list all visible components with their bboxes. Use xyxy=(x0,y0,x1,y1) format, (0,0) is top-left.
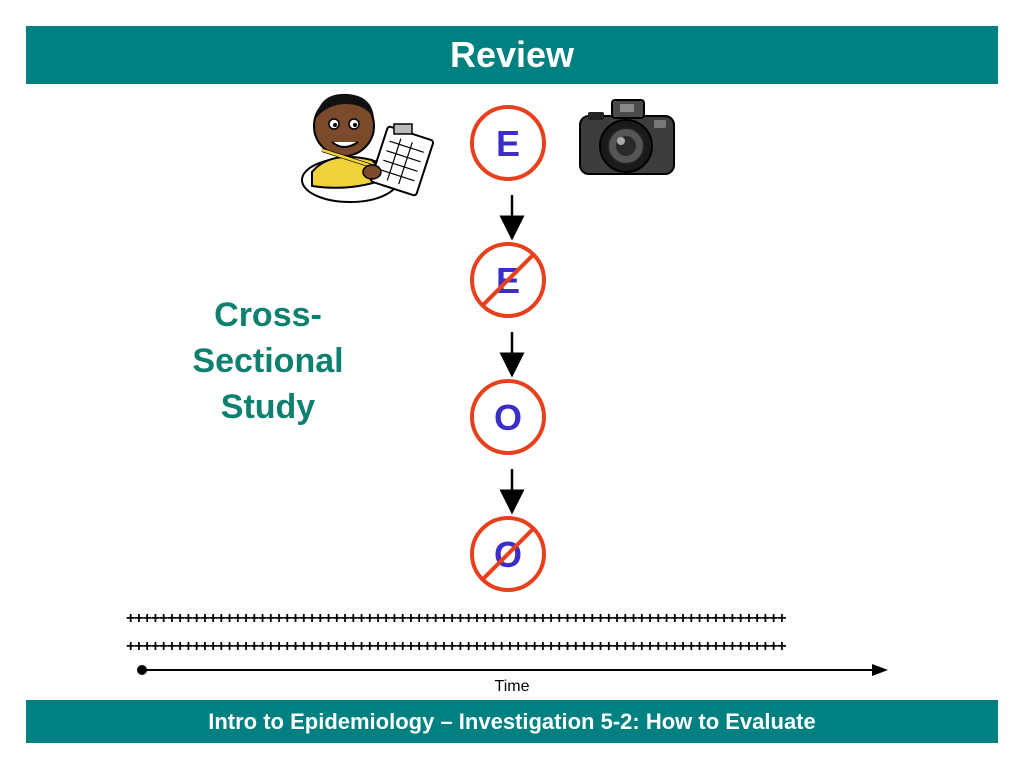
population-row-2: ++++++++++++++++++++++++++++++++++++++++… xyxy=(126,638,787,655)
researcher-with-clipboard-icon xyxy=(301,93,435,203)
timeline xyxy=(137,664,888,676)
study-label-line-3: Study xyxy=(220,388,316,426)
node-circle xyxy=(470,105,546,181)
node-1: E xyxy=(470,105,546,181)
negation-slash xyxy=(480,252,536,308)
footer-text: Intro to Epidemiology – Investigation 5-… xyxy=(208,708,816,734)
timeline-start-dot xyxy=(137,665,147,675)
study-type-label: Cross- Sectional Study xyxy=(160,292,376,430)
footer-banner: Intro to Epidemiology – Investigation 5-… xyxy=(26,700,998,743)
timeline-arrowhead xyxy=(872,664,888,676)
camera-icon xyxy=(579,99,675,175)
node-circle xyxy=(470,379,546,455)
study-label-line-2: Sectional xyxy=(192,342,344,380)
population-row-1: ++++++++++++++++++++++++++++++++++++++++… xyxy=(126,610,787,627)
node-2: E xyxy=(470,242,546,318)
timeline-label: Time xyxy=(494,678,530,695)
negation-slash xyxy=(480,526,536,582)
node-3: O xyxy=(470,379,546,455)
title-banner: Review xyxy=(26,26,998,84)
study-label-line-1: Cross- xyxy=(214,296,322,334)
node-4: O xyxy=(470,516,546,592)
node-letter: E xyxy=(496,123,520,164)
slide-title: Review xyxy=(449,34,575,75)
node-letter: O xyxy=(494,397,522,438)
